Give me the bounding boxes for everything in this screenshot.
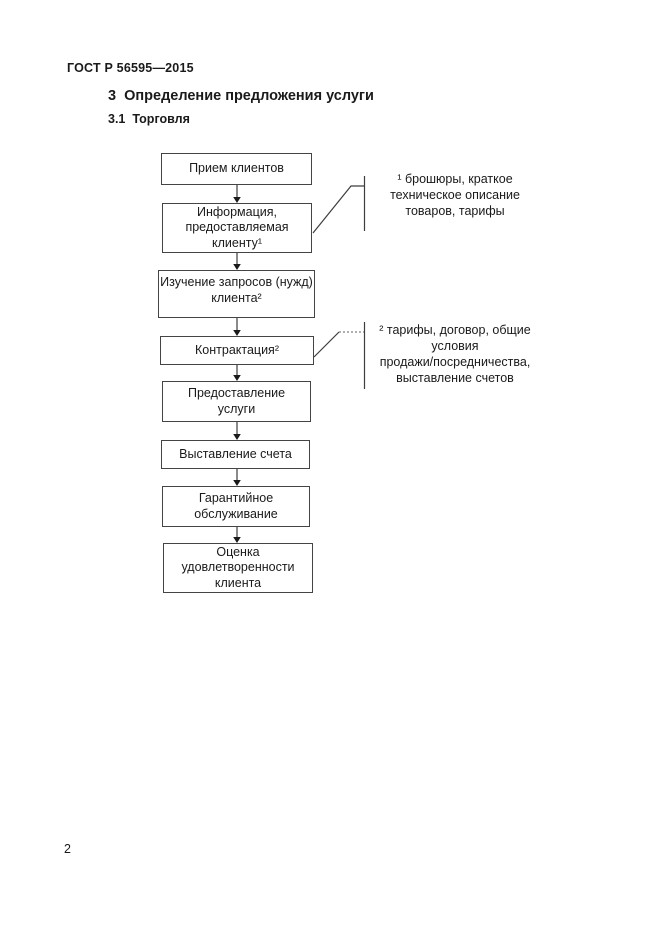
page-number: 2: [64, 842, 71, 856]
flowchart-box-vystavlenie-scheta: Выставление счета: [161, 440, 310, 469]
flow-arrow: [233, 253, 241, 270]
flowchart-box-label: Предоставление услуги: [187, 386, 286, 416]
flowchart-box-otsenka-udovletvorennosti: Оценка удовлетворенности клиента: [163, 543, 313, 593]
flowchart-box-label: Контрактация²: [195, 342, 279, 357]
flow-arrow: [233, 185, 241, 203]
flowchart-box-predostavlenie-uslugi: Предоставление услуги: [162, 381, 311, 422]
flowchart-box-label: Прием клиентов: [189, 161, 284, 176]
flow-arrow: [233, 469, 241, 486]
flowchart-box-informatsiya-klientu: Информация, предоставляемая клиенту¹: [162, 203, 312, 253]
flowchart-box-label: Гарантийное обслуживание: [194, 491, 278, 521]
footnote-2-leader-line: [313, 322, 366, 389]
flowchart-box-label: Выставление счета: [179, 446, 292, 461]
flowchart-box-kontraktatsiya: Контрактация²: [160, 336, 314, 365]
flowchart-box-priem-klientov: Прием клиентов: [161, 153, 312, 185]
flow-arrow: [233, 365, 241, 381]
section-heading: 3 Определение предложения услуги: [108, 88, 374, 104]
footnote-1: ¹ брошюры, краткое техническое описание …: [390, 172, 520, 218]
flowchart-box-label: Оценка удовлетворенности клиента: [181, 544, 295, 590]
flow-arrow: [233, 422, 241, 440]
footnote-1-leader-line: [312, 176, 366, 234]
footnote-2: ² тарифы, договор, общие условия продажи…: [379, 323, 531, 385]
flowchart-box-garantiynoe-obsluzhivanie: Гарантийное обслуживание: [162, 486, 310, 527]
flowchart-box-label: Изучение запросов (нужд) клиента²: [160, 275, 313, 305]
flowchart-box-label: Информация, предоставляемая клиенту¹: [185, 204, 289, 250]
doc-number: ГОСТ Р 56595—2015: [67, 61, 194, 75]
subsection-heading: 3.1 Торговля: [108, 112, 190, 126]
flow-arrow: [233, 527, 241, 543]
flow-arrow: [233, 318, 241, 336]
flowchart-box-izuchenie-zaprosov: Изучение запросов (нужд) клиента²: [158, 270, 315, 318]
